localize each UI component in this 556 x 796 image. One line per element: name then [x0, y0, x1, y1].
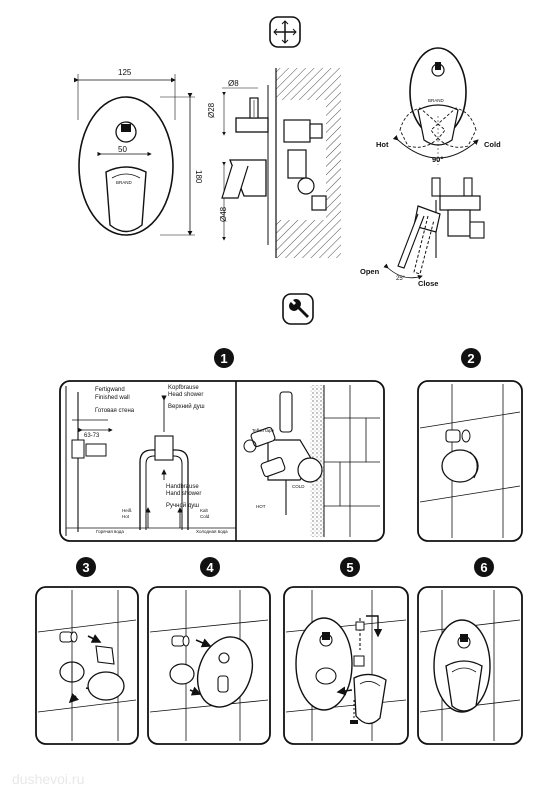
step-5-panel — [283, 586, 409, 745]
svg-text:6: 6 — [480, 560, 487, 575]
brand-mark: BRAND — [116, 180, 133, 185]
finished-wall-en: Finished wall — [95, 395, 130, 401]
cold-label: Cold — [484, 140, 501, 149]
svg-text:2: 2 — [467, 351, 474, 366]
cold-de: Kalt — [200, 508, 209, 513]
hand-shower-ru: Ручной душ — [166, 502, 199, 509]
hot-short-label: HOT — [256, 504, 266, 509]
step-badge-5: 5 — [340, 557, 360, 577]
hand-shower-en: Hand shower — [166, 491, 201, 497]
rotation-angle-label: 90° — [432, 155, 443, 164]
diverter-drawing: Open Close 25° — [360, 177, 485, 288]
head-shower-de: Kopfbrause — [168, 385, 199, 391]
hot-en: Hot — [122, 514, 130, 519]
svg-text:4: 4 — [206, 560, 214, 575]
dimension-icon — [269, 16, 301, 48]
pipe-dim-a: Ø8 — [228, 79, 239, 88]
step-badge-4: 4 — [200, 557, 220, 577]
side-section-drawing: Ø8 Ø28 Ø48 — [207, 68, 341, 258]
diverter-angle-label: 25° — [396, 276, 406, 282]
finished-wall-ru: Готовая стена — [95, 408, 135, 414]
step-2-panel — [417, 380, 523, 542]
hot-de: Heiß — [122, 508, 132, 513]
cold-ru: Холодная вода — [196, 529, 228, 534]
finished-wall-de: Fertigwand — [95, 387, 125, 393]
head-shower-ru: Верхний душ — [168, 403, 205, 410]
hand-shower-de: Handbrause — [166, 484, 199, 490]
rotation-brand-mark: BRAND — [428, 98, 445, 103]
step-badge-3: 3 — [76, 557, 96, 577]
open-label: Open — [360, 267, 380, 276]
hot-label: Hot — [376, 140, 389, 149]
teflon-tape-label: Teflon tape — [252, 428, 275, 433]
step-4-panel — [147, 586, 271, 745]
svg-text:5: 5 — [346, 560, 353, 575]
front-view-drawing: 125 180 50 BRAND — [74, 68, 203, 236]
hot-ru: Горячая вода — [96, 529, 124, 534]
wrench-icon — [282, 293, 314, 325]
svg-text:1: 1 — [220, 351, 227, 366]
head-shower-en: Head shower — [168, 392, 203, 398]
close-label: Close — [418, 279, 438, 288]
watermark-text: dushevoi.ru — [12, 771, 84, 787]
width-dimension: 125 — [118, 68, 132, 77]
svg-text:3: 3 — [82, 560, 89, 575]
step-badge-6: 6 — [474, 557, 494, 577]
step-3-panel — [35, 586, 139, 745]
depth-dim: 63-73 — [84, 433, 100, 439]
handle-rotation-drawing: BRAND Hot Cold 90° — [376, 47, 501, 165]
step-1-panel: Fertigwand Finished wall Готовая стена 6… — [59, 380, 385, 542]
step-badge-2: 2 — [461, 348, 481, 368]
step-badge-1: 1 — [214, 348, 234, 368]
height-dimension: 180 — [194, 170, 203, 184]
pipe-dim-c: Ø48 — [219, 206, 228, 222]
cold-short-label: COLD — [292, 484, 305, 489]
step-6-panel — [417, 586, 523, 745]
inner-dimension: 50 — [118, 145, 127, 154]
cold-en: Cold — [200, 514, 210, 519]
pipe-dim-b: Ø28 — [207, 102, 216, 118]
